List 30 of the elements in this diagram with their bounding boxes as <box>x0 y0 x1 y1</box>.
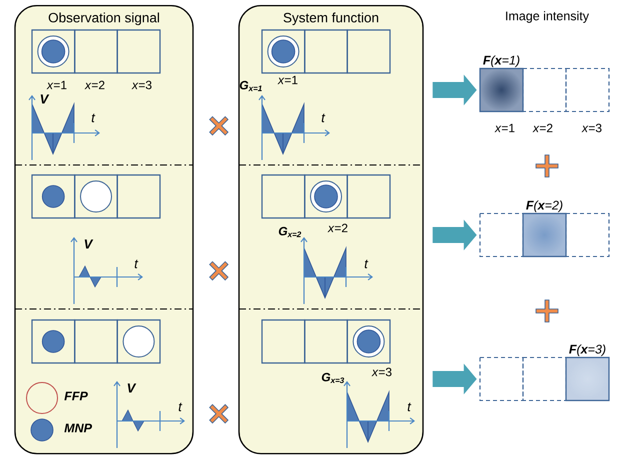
axis-label: V <box>128 384 136 392</box>
axis-label: t <box>178 402 182 412</box>
axis-label: t <box>364 260 368 268</box>
position-label: x=2 <box>328 224 348 232</box>
axis-label: t <box>322 114 326 122</box>
image-row-drawing: F(x=2) <box>479 200 610 258</box>
axis-label: t <box>134 260 138 268</box>
node-label: F(x=1) <box>483 55 520 68</box>
node-label: F(x=3) <box>569 344 606 356</box>
image-row-drawing: F(x=1) <box>479 55 610 112</box>
position-label: x=1 <box>494 124 514 132</box>
legend-item: FFP <box>26 382 88 414</box>
position-label: x=1 <box>46 80 66 90</box>
position-label: x=3 <box>132 80 152 90</box>
position-label: x=3 <box>372 368 392 376</box>
position-label: x=1 <box>278 76 298 84</box>
axis-label: t <box>408 402 412 412</box>
axis-label: V <box>40 94 50 104</box>
position-label: x=3 <box>582 124 602 132</box>
node-label: F(x=2) <box>526 200 562 212</box>
axis-label: t <box>92 114 96 122</box>
axis-label: V <box>84 240 94 248</box>
position-label: x=2 <box>84 80 104 90</box>
position-label: x=2 <box>532 124 552 132</box>
column-heading: Image intensity <box>506 11 589 23</box>
legend-item: MNP <box>30 418 92 442</box>
sensitivity-label: G$_{x=2}$ <box>278 226 302 238</box>
image-row-drawing: F(x=3) <box>479 344 610 402</box>
sensitivity-label: G$_{x=1}$ <box>240 80 262 92</box>
sensitivity-label: G$_{x=3}$ <box>322 372 344 384</box>
